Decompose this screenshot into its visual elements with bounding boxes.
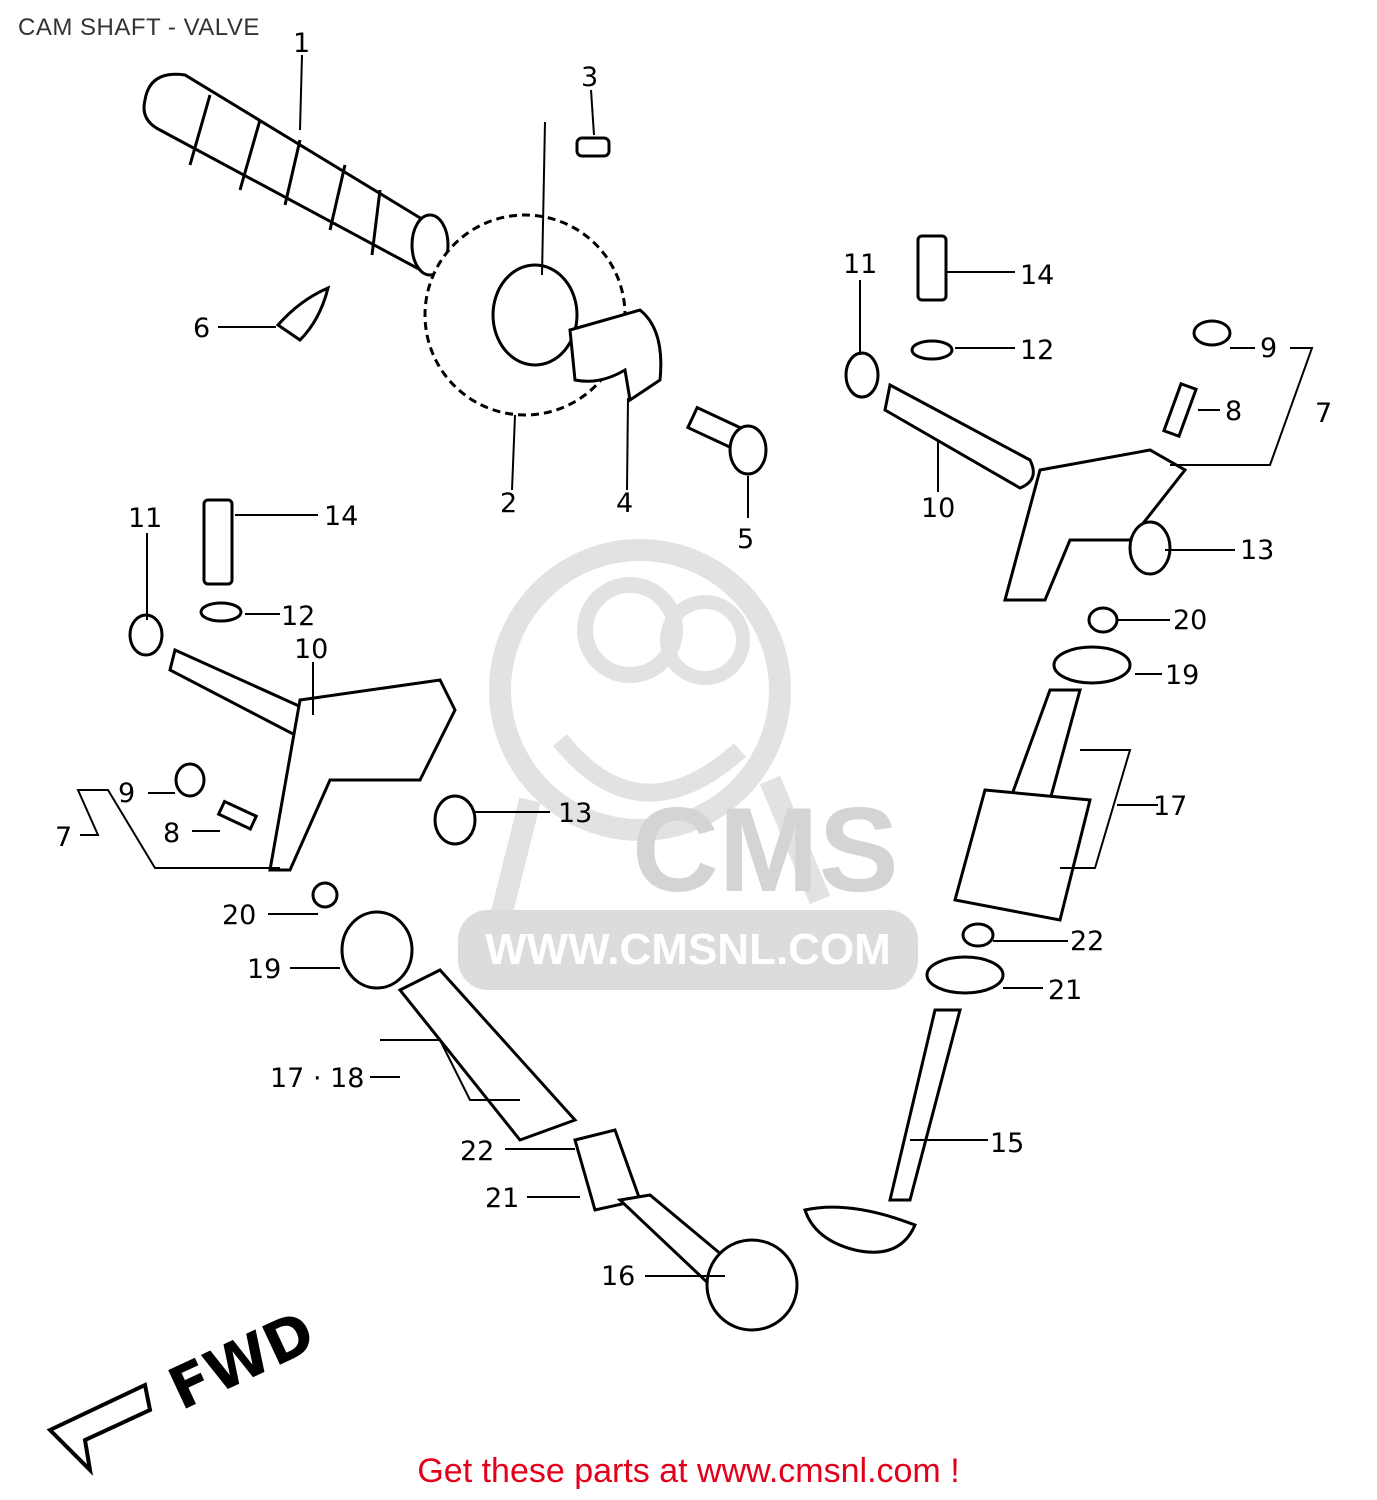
callout-c9r: 9 xyxy=(1260,333,1277,364)
sprocket-bracket-part xyxy=(568,308,663,403)
callout-c1: 1 xyxy=(293,28,310,59)
left-valve-stack xyxy=(311,881,799,1332)
left-rocker-assembly xyxy=(128,498,477,872)
callout-c13r: 13 xyxy=(1240,535,1274,566)
callout-c15: 15 xyxy=(990,1128,1024,1159)
watermark-brand: CMS xyxy=(632,783,899,917)
diagram-title: CAM SHAFT - VALVE xyxy=(18,14,260,41)
callout-c1718: 17 · 18 xyxy=(270,1063,364,1094)
callout-c11r: 11 xyxy=(843,249,877,280)
right-rocker-assembly xyxy=(844,234,1232,602)
callout-c12l: 12 xyxy=(281,601,315,632)
right-valve-stack xyxy=(803,606,1132,1254)
callout-c14r: 14 xyxy=(1020,260,1054,291)
callout-c22r: 22 xyxy=(1070,926,1104,957)
callout-c7r: 7 xyxy=(1315,398,1332,429)
callout-c22l: 22 xyxy=(460,1136,494,1167)
callout-c11l: 11 xyxy=(128,503,162,534)
dowel-pin-part xyxy=(575,136,611,158)
watermark-logo xyxy=(489,539,831,923)
callout-c12r: 12 xyxy=(1020,335,1054,366)
watermark-url: WWW.CMSNL.COM xyxy=(458,910,918,990)
sprocket-bolt-part xyxy=(685,405,768,476)
callout-c8l: 8 xyxy=(163,818,180,849)
callout-c16: 16 xyxy=(601,1261,635,1292)
leader-lines xyxy=(76,54,1314,1277)
callout-c17r: 17 xyxy=(1153,791,1187,822)
callout-c21l: 21 xyxy=(485,1183,519,1214)
callout-c19r: 19 xyxy=(1165,660,1199,691)
callout-c9l: 9 xyxy=(118,778,135,809)
callout-c14l: 14 xyxy=(324,501,358,532)
callout-c5: 5 xyxy=(737,524,754,555)
forward-direction-arrow: FWD xyxy=(46,1298,325,1476)
camshaft-part xyxy=(142,72,450,277)
callout-c10l: 10 xyxy=(294,634,328,665)
callout-c20r: 20 xyxy=(1173,605,1207,636)
cam-retainer-clip-part xyxy=(275,285,331,342)
fwd-label: FWD xyxy=(158,1298,324,1424)
cam-sprocket-part xyxy=(423,213,627,417)
footer-link[interactable]: Get these parts at www.cmsnl.com ! xyxy=(417,1452,960,1490)
callout-c3: 3 xyxy=(581,62,598,93)
callout-c20l: 20 xyxy=(222,900,256,931)
callout-c21r: 21 xyxy=(1048,975,1082,1006)
callout-c10r: 10 xyxy=(921,493,955,524)
callout-c7l: 7 xyxy=(55,822,72,853)
callout-c6: 6 xyxy=(193,313,210,344)
callout-c2: 2 xyxy=(500,488,517,519)
callout-c19l: 19 xyxy=(247,954,281,985)
callout-c8r: 8 xyxy=(1225,396,1242,427)
callout-c13l: 13 xyxy=(558,798,592,829)
callout-c4: 4 xyxy=(616,488,633,519)
